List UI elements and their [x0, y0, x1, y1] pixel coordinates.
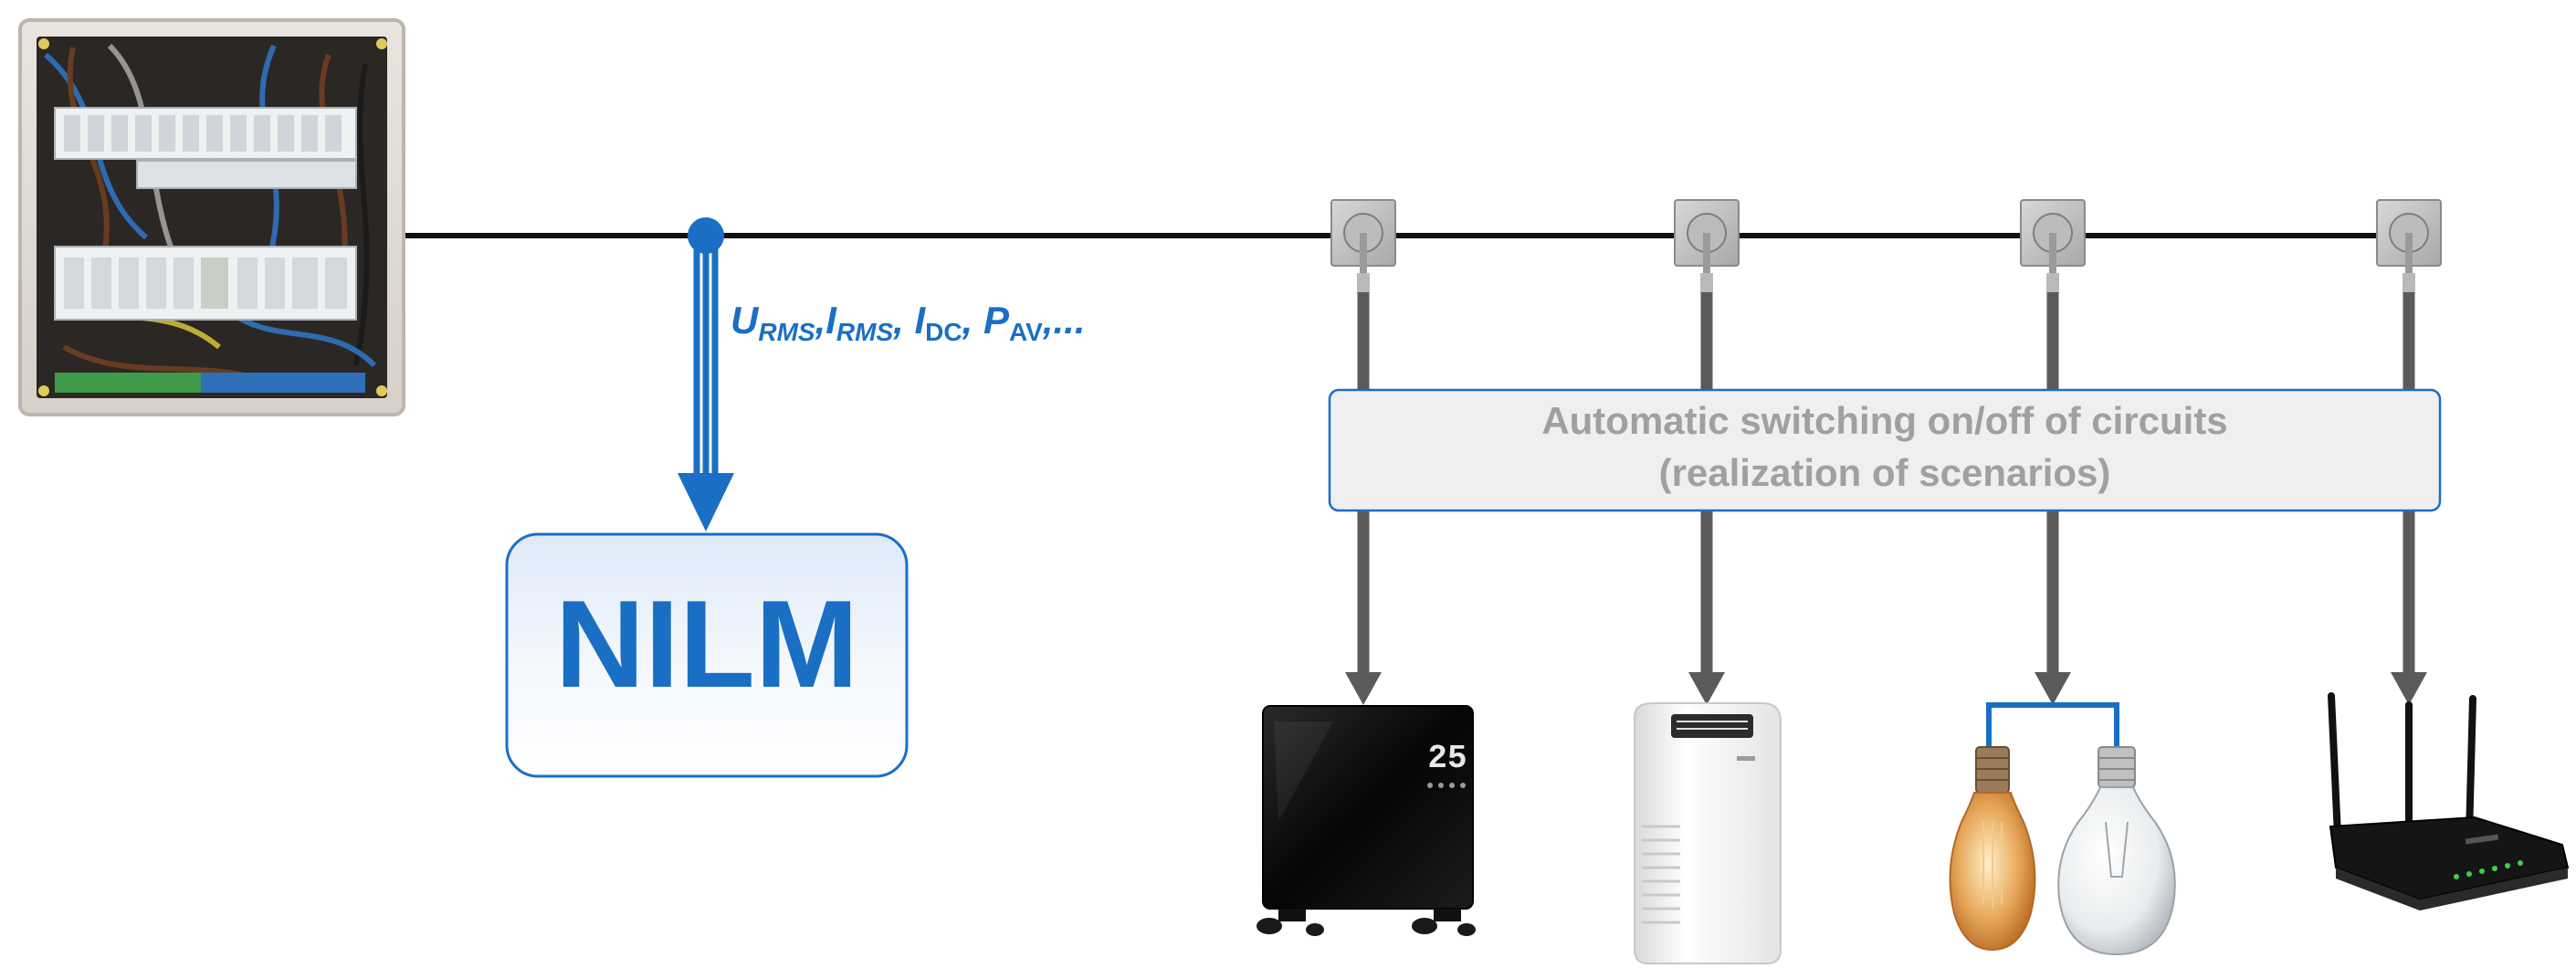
socket-4: [2376, 199, 2442, 293]
distribution-panel-image: [18, 18, 405, 416]
socket-3: [2020, 199, 2086, 293]
scenario-line-1: Automatic switching on/off of circuits: [1541, 399, 2227, 442]
nilm-label: NILM: [555, 574, 858, 713]
load-connectors: [1357, 292, 2415, 674]
scenario-line-2: (realization of scenarios): [1659, 451, 2111, 494]
router-image: [2328, 692, 2570, 911]
measurement-arrow-head: [678, 473, 734, 532]
arrow-to-air-conditioner: [1688, 672, 1725, 705]
measurement-label: URMS,IRMS, IDC, PAV,...: [731, 299, 1086, 346]
arrow-to-heater: [1345, 672, 1382, 705]
scenario-box: Automatic switching on/off of circuits (…: [1328, 388, 2442, 512]
load-arrow-heads: [1345, 672, 2427, 705]
heater-display: 25: [1427, 740, 1467, 777]
air-conditioner-image: [1634, 702, 1782, 964]
arrow-to-router: [2391, 672, 2427, 705]
measurement-tap: [678, 217, 734, 532]
socket-2: [1674, 199, 1740, 293]
nilm-box: NILM: [505, 532, 909, 778]
light-bulbs-image: [1949, 702, 2176, 956]
arrow-to-bulbs: [2035, 672, 2071, 705]
heater-image: 25: [1256, 705, 1476, 936]
socket-1: [1330, 199, 1396, 293]
